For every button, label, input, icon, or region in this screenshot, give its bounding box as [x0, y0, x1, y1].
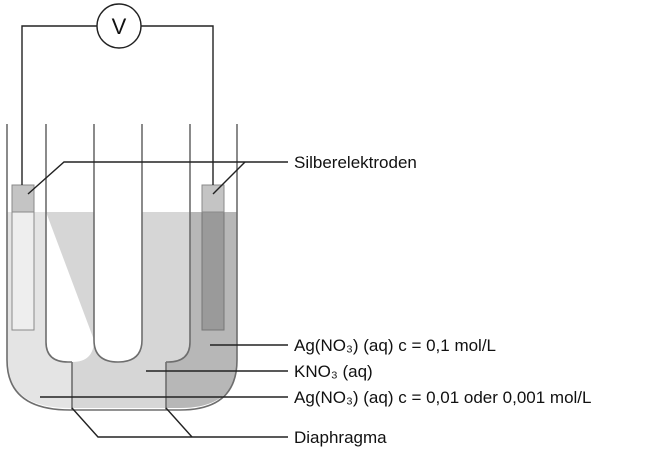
voltmeter-symbol: V — [112, 14, 127, 39]
u-tube-cavity — [94, 124, 142, 362]
leader-electrodes-left — [27, 161, 288, 195]
label-salt-bridge: KNO₃ (aq) — [294, 362, 373, 381]
right-vessel-inner-wall — [166, 124, 191, 363]
electrodes — [11, 184, 225, 331]
right-wire — [141, 25, 214, 185]
leader-diaphragm-right — [165, 407, 193, 438]
glassware — [6, 124, 238, 411]
voltmeter — [96, 3, 142, 49]
label-diaphragm: Diaphragma — [294, 428, 387, 447]
label-solution-left: Ag(NO₃) (aq) c = 0,01 oder 0,001 mol/L — [294, 388, 591, 407]
leader-diaphragm-left — [71, 407, 288, 438]
leader-electrodes-right — [212, 161, 246, 195]
right-electrode-top — [201, 184, 225, 213]
left-wire — [21, 25, 97, 185]
left-electrode-top — [11, 184, 35, 213]
left-vessel-inner-wall — [45, 124, 72, 363]
beaker-wall — [6, 124, 238, 411]
label-electrodes: Silberelektroden — [294, 153, 417, 172]
u-tube-wall — [93, 124, 143, 363]
label-solution-right: Ag(NO₃) (aq) c = 0,1 mol/L — [294, 336, 496, 355]
circuit — [21, 25, 214, 185]
leader-lines — [27, 161, 288, 438]
